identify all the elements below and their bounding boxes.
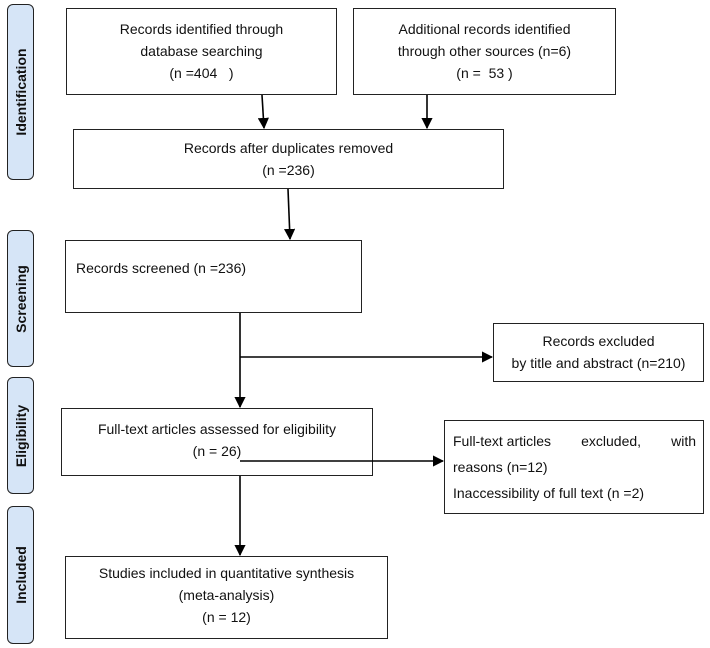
phase-screening: Screening	[7, 230, 34, 367]
box-other-sources: Additional records identified through ot…	[353, 8, 616, 95]
box-studies-included: Studies included in quantitative synthes…	[65, 556, 388, 639]
arrow-duplicates-to-screened	[284, 188, 296, 241]
database-line2: database searching	[140, 43, 263, 59]
box-database-records: Records identified through database sear…	[66, 8, 337, 95]
phase-eligibility: Eligibility	[7, 377, 34, 494]
other-sources-line3: (n = 53 )	[456, 65, 513, 81]
fulltext-excluded-line3: Inaccessibility of full text (n =2)	[453, 485, 645, 501]
duplicates-line2: (n =236)	[262, 162, 315, 178]
fulltext-excluded-line2: reasons (n=12)	[453, 459, 548, 475]
fulltext-excluded-part-b: excluded,	[581, 433, 642, 449]
box-records-screened: Records screened (n =236)	[65, 240, 362, 313]
fulltext-excluded-line1: Full-text articles excluded, with	[453, 428, 696, 454]
fulltext-excluded-part-c: with	[671, 433, 696, 449]
box-fulltext-excluded: Full-text articles excluded, with reason…	[444, 420, 704, 514]
box-records-excluded: Records excluded by title and abstract (…	[493, 323, 704, 382]
database-line1: Records identified through	[119, 21, 284, 37]
phase-included: Included	[7, 506, 34, 644]
included-line3: (n = 12)	[202, 609, 251, 625]
phase-identification: Identification	[7, 4, 34, 180]
database-line3: (n =404 )	[169, 65, 234, 81]
box-duplicates-removed: Records after duplicates removed (n =236…	[73, 129, 504, 189]
included-line2: (meta-analysis)	[178, 587, 275, 603]
fulltext-excluded-part-a: Full-text articles	[453, 433, 552, 449]
screened-line1: Records screened (n =236)	[76, 260, 247, 276]
duplicates-line1: Records after duplicates removed	[183, 140, 394, 156]
assessed-line2: (n = 26)	[192, 443, 242, 459]
excluded-line2: by title and abstract (n=210)	[511, 355, 686, 371]
assessed-line1: Full-text articles assessed for eligibil…	[97, 421, 337, 437]
other-sources-line2: through other sources (n=6)	[397, 43, 572, 59]
arrow-database-to-duplicates	[257, 94, 269, 130]
box-fulltext-assessed: Full-text articles assessed for eligibil…	[61, 408, 373, 476]
included-line1: Studies included in quantitative synthes…	[98, 565, 355, 581]
other-sources-line1: Additional records identified	[398, 21, 571, 37]
excluded-line1: Records excluded	[542, 333, 655, 349]
